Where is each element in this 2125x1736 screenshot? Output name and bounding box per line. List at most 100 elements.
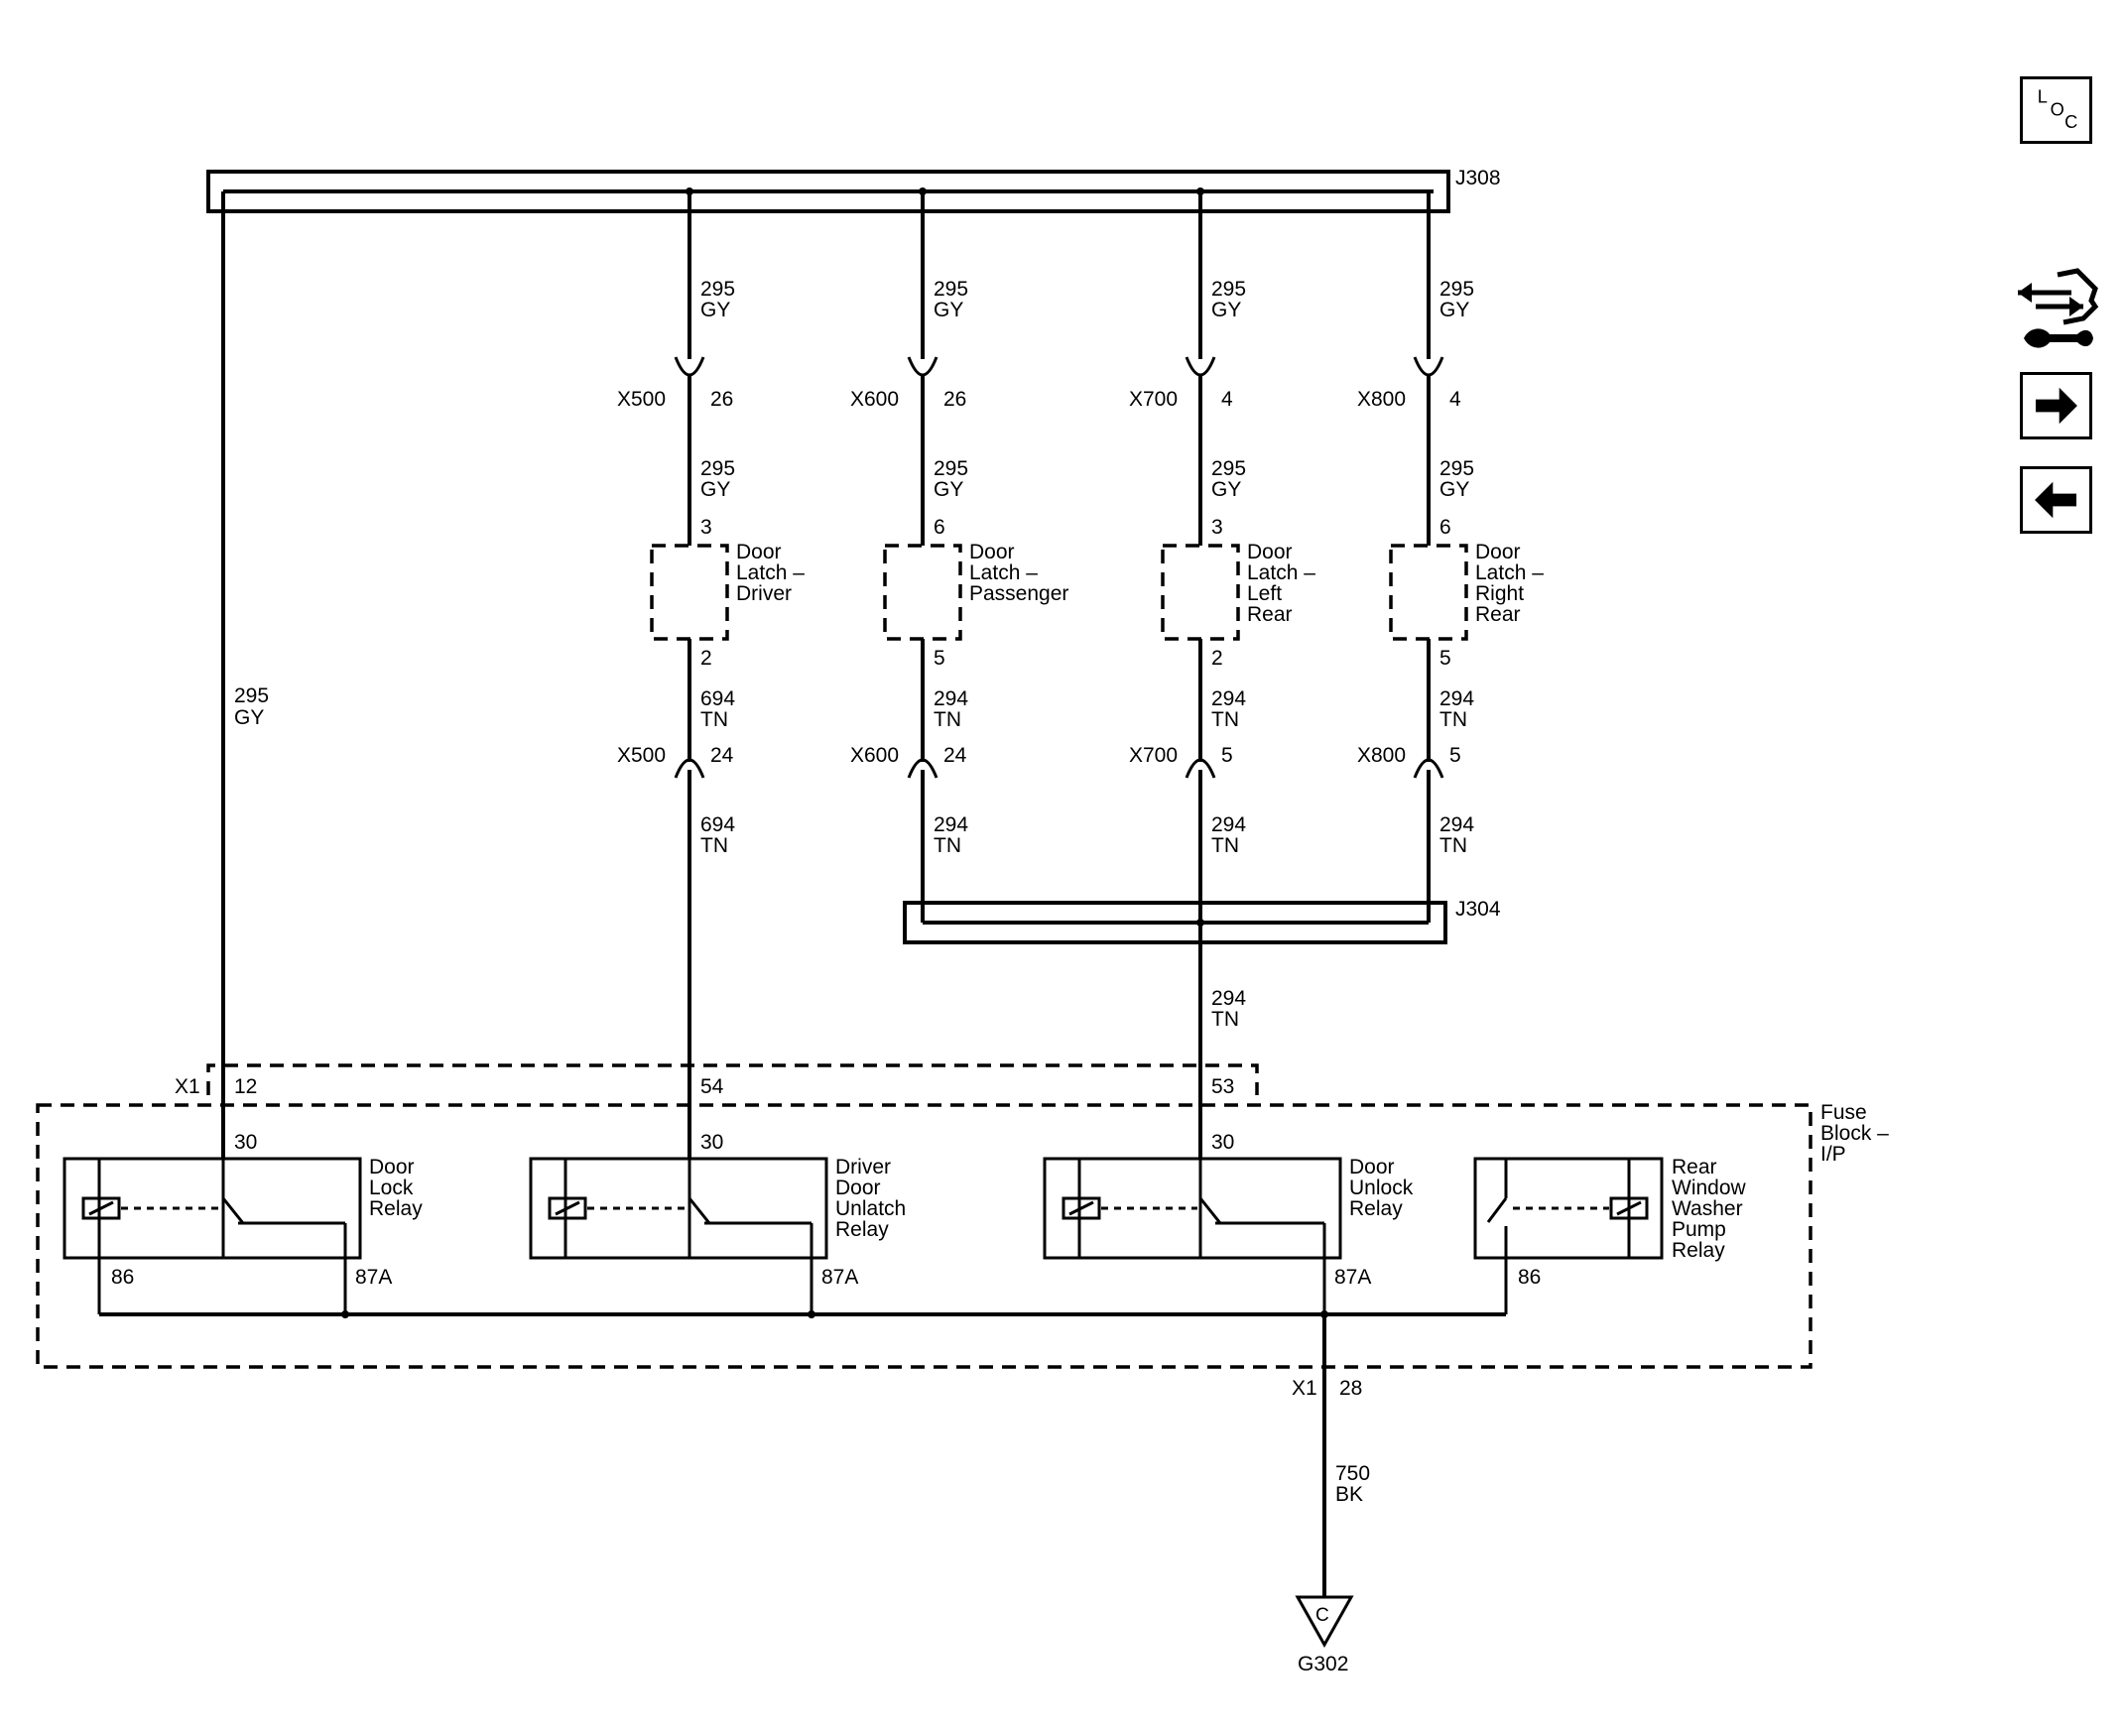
svg-text:Rear: Rear — [1247, 603, 1293, 626]
svg-text:Driver: Driver — [736, 582, 792, 605]
svg-text:X500: X500 — [617, 388, 666, 411]
svg-text:295: 295 — [700, 278, 735, 301]
svg-text:Door: Door — [1247, 541, 1293, 563]
svg-text:694: 694 — [700, 813, 735, 836]
svg-text:5: 5 — [1221, 744, 1233, 767]
svg-text:295: 295 — [934, 457, 968, 480]
svg-text:5: 5 — [1449, 744, 1461, 767]
svg-text:30: 30 — [700, 1131, 723, 1154]
svg-text:TN: TN — [1211, 1008, 1239, 1031]
svg-text:Block –: Block – — [1820, 1122, 1889, 1145]
svg-text:Rear: Rear — [1672, 1156, 1717, 1178]
loc-button[interactable]: L O C — [2020, 76, 2092, 144]
svg-text:86: 86 — [111, 1266, 134, 1289]
svg-text:X1: X1 — [175, 1075, 200, 1098]
svg-text:295: 295 — [1211, 278, 1246, 301]
svg-text:294: 294 — [934, 687, 968, 710]
svg-text:30: 30 — [234, 1131, 257, 1154]
relay-driver-door-unlatch: 30 87A Driver Door Unlatch Relay — [529, 1131, 906, 1314]
svg-text:Driver: Driver — [835, 1156, 891, 1178]
svg-text:87A: 87A — [1334, 1266, 1371, 1289]
svg-text:TN: TN — [934, 708, 961, 731]
svg-text:694: 694 — [700, 687, 735, 710]
svg-text:295: 295 — [934, 278, 968, 301]
connector-x600-lower — [907, 758, 938, 779]
door-latch-passenger — [883, 544, 962, 641]
svg-text:294: 294 — [1211, 687, 1246, 710]
svg-text:X700: X700 — [1129, 388, 1178, 411]
svg-text:294: 294 — [1439, 813, 1474, 836]
svg-text:24: 24 — [943, 744, 967, 767]
svg-text:TN: TN — [1439, 834, 1467, 857]
svg-text:X1: X1 — [1292, 1377, 1317, 1400]
svg-text:GY: GY — [934, 299, 963, 321]
svg-text:Fuse: Fuse — [1820, 1101, 1867, 1124]
svg-text:TN: TN — [1439, 708, 1467, 731]
svg-text:X800: X800 — [1357, 744, 1406, 767]
svg-text:Left: Left — [1247, 582, 1282, 605]
connector-x800-lower — [1413, 758, 1444, 779]
svg-text:X800: X800 — [1357, 388, 1406, 411]
svg-text:295: 295 — [1211, 457, 1246, 480]
svg-text:30: 30 — [1211, 1131, 1234, 1154]
door-latch-left-rear — [1161, 544, 1240, 641]
svg-text:Relay: Relay — [835, 1218, 889, 1241]
relay-door-lock: 30 86 87A Door Lock Relay — [62, 1131, 423, 1314]
svg-text:Relay: Relay — [1349, 1197, 1403, 1220]
svg-text:X600: X600 — [850, 744, 899, 767]
svg-text:Window: Window — [1672, 1177, 1747, 1199]
junction-j304: J304 294 TN — [903, 898, 1501, 1031]
svg-text:Latch –: Latch – — [736, 561, 805, 584]
svg-text:Door: Door — [1349, 1156, 1395, 1178]
connector-x600-upper — [907, 356, 938, 377]
svg-text:Lock: Lock — [369, 1177, 414, 1199]
j304-label: J304 — [1455, 898, 1501, 921]
svg-text:295: 295 — [1439, 457, 1474, 480]
svg-text:2: 2 — [1211, 647, 1223, 670]
svg-text:Door: Door — [835, 1177, 881, 1199]
svg-text:TN: TN — [1211, 834, 1239, 857]
loc-icon: L O C — [2038, 86, 2078, 133]
svg-text:GY: GY — [700, 299, 730, 321]
connector-x700-lower — [1185, 758, 1216, 779]
svg-text:Door: Door — [1475, 541, 1521, 563]
svg-text:Relay: Relay — [369, 1197, 423, 1220]
svg-text:Latch –: Latch – — [1247, 561, 1315, 584]
connector-view-button[interactable] — [2014, 263, 2103, 357]
svg-text:294: 294 — [1211, 813, 1246, 836]
svg-text:6: 6 — [934, 516, 945, 539]
back-button[interactable] — [2020, 466, 2092, 534]
svg-text:Door: Door — [369, 1156, 415, 1178]
svg-text:C: C — [2064, 111, 2077, 132]
svg-text:53: 53 — [1211, 1075, 1234, 1098]
column-driver: 295 GY X500 26 295 GY 3 Door Latch – Dri… — [617, 191, 805, 1159]
svg-text:6: 6 — [1439, 516, 1451, 539]
connector-x1: X1 12 54 53 — [175, 1063, 1259, 1098]
forward-arrow-icon — [2035, 387, 2077, 425]
connector-x700-upper — [1185, 356, 1216, 377]
door-latch-right-rear — [1389, 544, 1468, 641]
svg-text:X700: X700 — [1129, 744, 1178, 767]
svg-text:26: 26 — [943, 388, 966, 411]
ground-name: G302 — [1298, 1653, 1348, 1675]
svg-text:26: 26 — [710, 388, 733, 411]
svg-text:Door: Door — [969, 541, 1015, 563]
svg-text:O: O — [2051, 98, 2064, 119]
svg-text:Latch –: Latch – — [1475, 561, 1544, 584]
svg-text:TN: TN — [1211, 708, 1239, 731]
column-right-rear: 295 GY X800 4 295 GY 6 Door Latch – Righ… — [1357, 191, 1544, 923]
svg-text:3: 3 — [700, 516, 712, 539]
svg-text:GY: GY — [1439, 478, 1469, 501]
svg-text:Washer: Washer — [1672, 1197, 1743, 1220]
svg-text:L: L — [2038, 86, 2048, 107]
column-passenger: 295 GY X600 26 295 GY 6 Door Latch – Pas… — [850, 191, 1068, 923]
svg-text:12: 12 — [234, 1075, 257, 1098]
svg-text:BK: BK — [1335, 1483, 1363, 1506]
forward-button[interactable] — [2020, 372, 2092, 439]
svg-text:Relay: Relay — [1672, 1239, 1725, 1262]
ground-symbol-letter: C — [1315, 1605, 1329, 1626]
svg-text:GY: GY — [700, 478, 730, 501]
svg-text:295: 295 — [234, 684, 269, 707]
svg-text:294: 294 — [1439, 687, 1474, 710]
